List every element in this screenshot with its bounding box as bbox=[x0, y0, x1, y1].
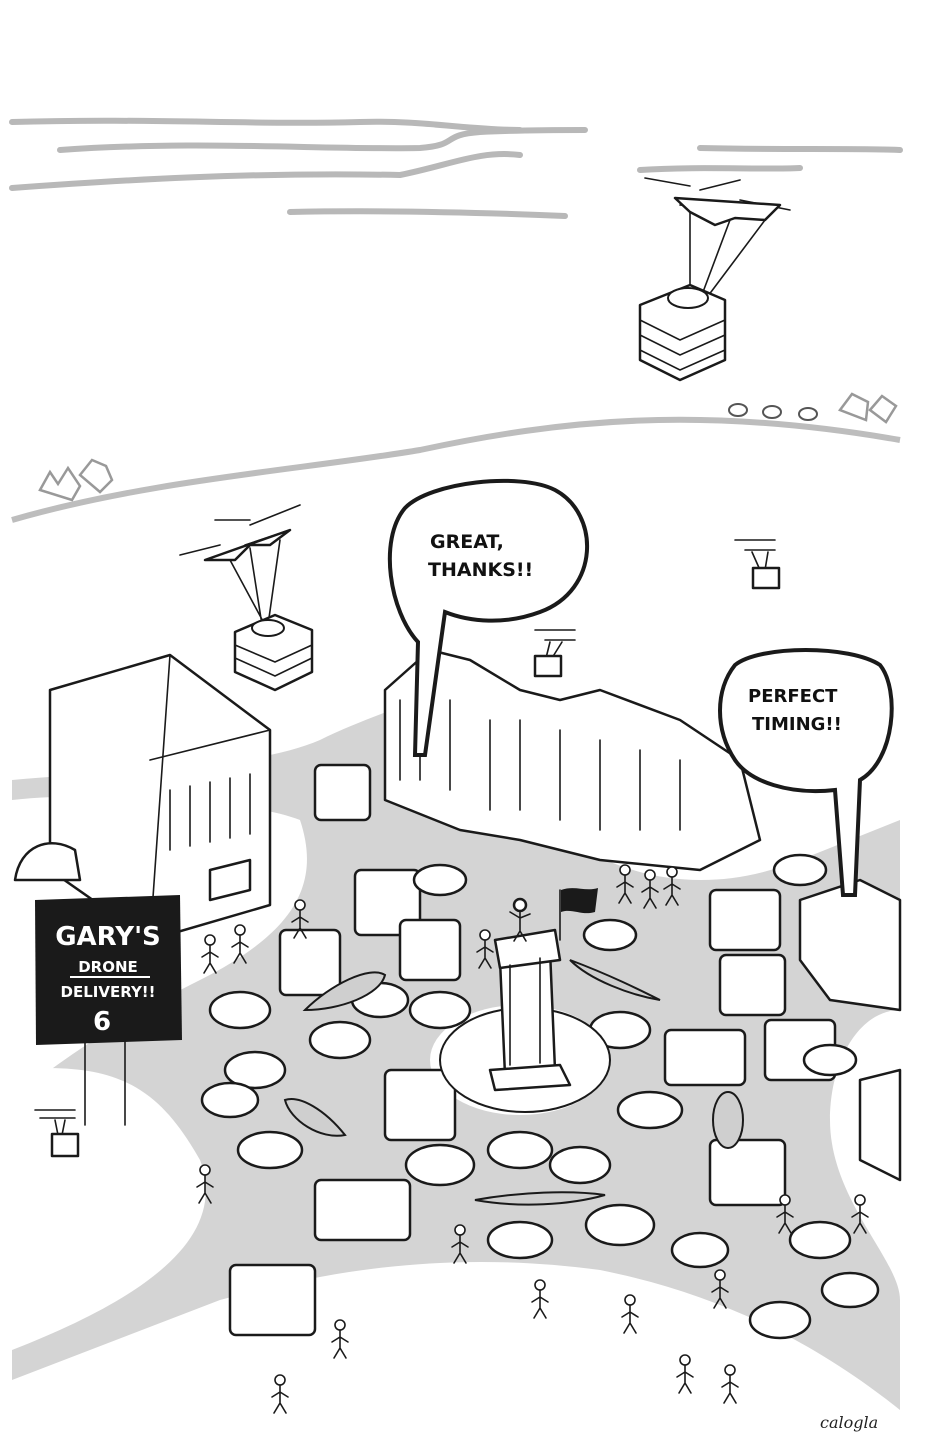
monument-tower bbox=[439, 888, 611, 1113]
tree-icon bbox=[38, 392, 898, 502]
sign-line2: DRONE bbox=[78, 958, 138, 976]
speech-bubble-right: PERFECT TIMING!! bbox=[718, 648, 894, 897]
drone-icon bbox=[734, 539, 781, 590]
kiosk bbox=[13, 842, 82, 882]
pizza-box-icon bbox=[533, 654, 563, 678]
speech-bubble-left: GREAT, THANKS!! bbox=[387, 478, 589, 757]
drone-icon bbox=[34, 1109, 80, 1158]
right-building bbox=[798, 878, 902, 1182]
pizza-box-icon bbox=[638, 283, 727, 382]
drone-icon bbox=[533, 629, 576, 678]
sky-clouds bbox=[9, 117, 903, 219]
bus-icons bbox=[228, 763, 837, 1337]
car-icons bbox=[200, 853, 880, 1340]
traffic-islands bbox=[283, 959, 744, 1206]
bubble-right-line1: PERFECT bbox=[748, 686, 838, 707]
billboard-icon: GARY'S DRONE DELIVERY!! 6 bbox=[35, 895, 182, 1126]
speech-bubble-icon bbox=[387, 478, 589, 757]
pizza-box-icon bbox=[50, 1132, 80, 1158]
artist-signature: calogla bbox=[820, 1413, 878, 1432]
flag-icon bbox=[561, 888, 598, 914]
sign-line1: GARY'S bbox=[55, 922, 161, 952]
pizza-box-icon bbox=[751, 566, 781, 590]
pizza-box-icon bbox=[233, 613, 314, 692]
bubble-right-line2: TIMING!! bbox=[752, 714, 842, 735]
drone-icon bbox=[638, 177, 791, 382]
drone-icon bbox=[179, 504, 314, 692]
horizon-hill bbox=[11, 416, 901, 523]
bubble-left-line2: THANKS!! bbox=[428, 559, 533, 581]
speech-bubble-icon bbox=[718, 648, 894, 897]
bubble-left-line1: GREAT, bbox=[430, 531, 504, 553]
sign-logo: 6 bbox=[93, 1007, 111, 1037]
sheep-icons bbox=[728, 403, 818, 421]
stick-figure-icons bbox=[196, 864, 869, 1414]
sign-line3: DELIVERY!! bbox=[61, 983, 156, 1001]
